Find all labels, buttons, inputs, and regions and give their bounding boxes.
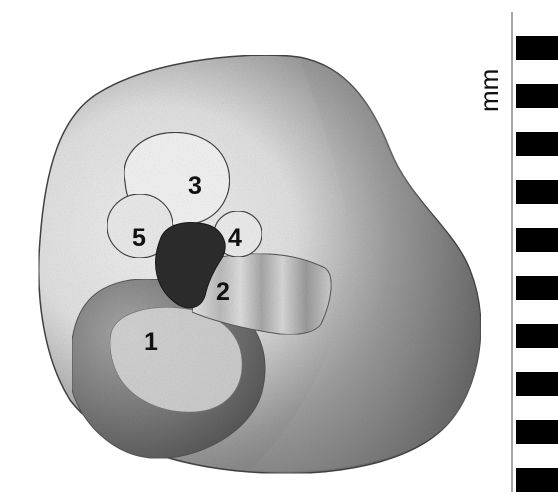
scale-segment [516,36,558,60]
scale-segment [516,300,558,324]
scale-segment [516,108,558,132]
scale-bar [516,12,558,492]
scale-segment [516,228,558,252]
region-label-5: 5 [132,224,146,252]
region-label-4: 4 [228,224,242,252]
scale-segment [516,204,558,228]
region-label-2: 2 [216,278,230,306]
scale-segment [516,396,558,420]
scale-segment [516,372,558,396]
scale-segment [516,324,558,348]
region-label-1: 1 [144,328,158,356]
scale-unit-label: mm [474,69,504,112]
scale-segment [516,276,558,300]
region-label-3: 3 [188,172,202,200]
scale-segment [516,156,558,180]
scale-segment [516,252,558,276]
scale-segment [516,348,558,372]
scale-segment [516,468,558,492]
scale-segment [516,420,558,444]
scale-segment [516,444,558,468]
scale-segment [516,84,558,108]
scale-segment [516,60,558,84]
scale-segment [516,132,558,156]
scale-segment [516,180,558,204]
scale-segment [516,12,558,36]
